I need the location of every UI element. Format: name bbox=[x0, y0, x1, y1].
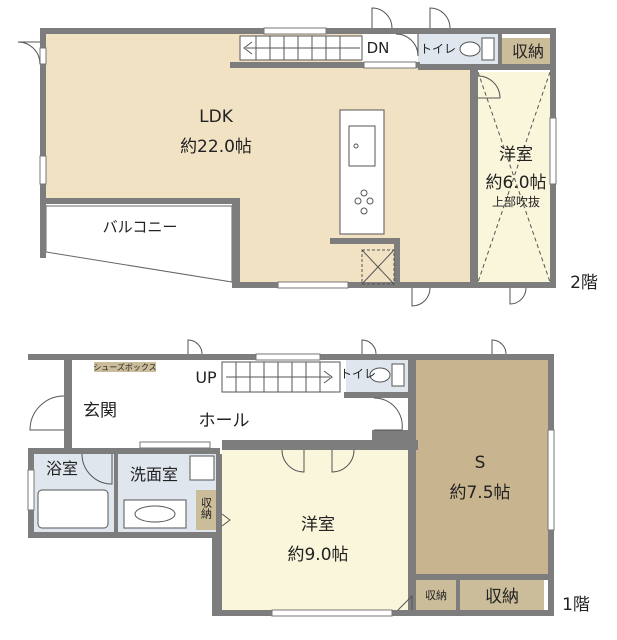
door bbox=[395, 33, 419, 57]
bathtub bbox=[37, 489, 109, 529]
stairs-1f-label: UP bbox=[195, 368, 217, 387]
kitchen-counter bbox=[339, 109, 385, 235]
window bbox=[277, 281, 349, 289]
void-note: 上部吹抜 bbox=[492, 194, 540, 209]
window bbox=[363, 61, 417, 69]
door bbox=[491, 339, 507, 355]
toilet-fixture-2f bbox=[459, 37, 495, 61]
storage-right-small-floor bbox=[416, 580, 456, 610]
window bbox=[255, 353, 321, 361]
toilet-2f-label: トイレ bbox=[420, 42, 456, 56]
entrance-label: 玄関 bbox=[83, 401, 117, 421]
toilet-fixture-1f bbox=[369, 363, 405, 387]
door bbox=[429, 7, 451, 29]
storage-2f-label: 収納 bbox=[512, 42, 544, 61]
western-room-1f-name: 洋室 bbox=[301, 515, 335, 535]
void-diagonal-2 bbox=[477, 71, 551, 283]
washbasin bbox=[123, 499, 187, 529]
s-room-name: S bbox=[475, 453, 486, 473]
western-room-1f-floor bbox=[222, 450, 416, 610]
toilet-1f-label: トイレ bbox=[340, 367, 376, 381]
fridge-space bbox=[361, 249, 395, 285]
s-room-size: 約7.5帖 bbox=[449, 483, 510, 503]
floor-1-level-label: 1階 bbox=[562, 595, 590, 615]
door bbox=[361, 339, 377, 355]
door bbox=[397, 594, 413, 611]
storage-door-marker bbox=[221, 513, 231, 527]
washroom-label: 洗面室 bbox=[130, 465, 178, 484]
s-room-floor bbox=[412, 360, 548, 578]
window bbox=[39, 47, 47, 65]
window bbox=[39, 155, 47, 185]
western-room-1f-size: 約9.0帖 bbox=[287, 545, 348, 565]
door bbox=[371, 7, 393, 29]
western-room-2f-size: 約6.0帖 bbox=[485, 173, 546, 193]
bath-label: 浴室 bbox=[46, 459, 78, 478]
washing-machine bbox=[189, 455, 215, 481]
door bbox=[373, 397, 403, 431]
stairs-2f bbox=[239, 35, 363, 61]
stairs-1f bbox=[221, 361, 341, 393]
storage-right-label: 収納 bbox=[485, 587, 519, 607]
door bbox=[281, 449, 305, 473]
door bbox=[17, 41, 41, 65]
void-diagonal-1 bbox=[477, 71, 551, 283]
window bbox=[27, 469, 35, 511]
storage-2f-floor bbox=[502, 38, 554, 64]
ldk-name: LDK bbox=[199, 107, 234, 127]
western-room-2f-name: 洋室 bbox=[499, 145, 533, 165]
stairs-2f-label: DN bbox=[367, 39, 390, 57]
window bbox=[263, 27, 327, 35]
floor-1: シューズボックス UP トイレ 玄関 ホール 浴室 洗面室 収納 洋室 約9.0… bbox=[27, 339, 590, 617]
storage-small-label: 収納 bbox=[200, 497, 213, 520]
door bbox=[29, 395, 65, 431]
shoe-box-label: シューズボックス bbox=[93, 362, 156, 372]
window bbox=[139, 441, 211, 449]
door bbox=[81, 453, 113, 485]
storage-right-small-label: 収納 bbox=[425, 589, 447, 602]
window bbox=[271, 609, 393, 617]
storage-right-floor bbox=[460, 580, 544, 610]
ldk-size: 約22.0帖 bbox=[180, 137, 252, 157]
hall-label: ホール bbox=[199, 411, 250, 431]
door bbox=[331, 449, 355, 473]
door bbox=[477, 75, 501, 99]
storage-small-floor bbox=[196, 490, 216, 530]
door bbox=[411, 287, 431, 307]
floor-2-level-label: 2階 bbox=[570, 273, 598, 293]
window bbox=[547, 429, 555, 531]
shoe-box bbox=[94, 362, 156, 372]
floor-2: LDK 約22.0帖 洋室 約6.0帖 上部吹抜 トイレ 収納 バルコニー DN… bbox=[17, 7, 598, 307]
door bbox=[509, 287, 527, 305]
balcony-label: バルコニー bbox=[103, 218, 178, 236]
window bbox=[549, 117, 557, 185]
door bbox=[187, 339, 203, 355]
